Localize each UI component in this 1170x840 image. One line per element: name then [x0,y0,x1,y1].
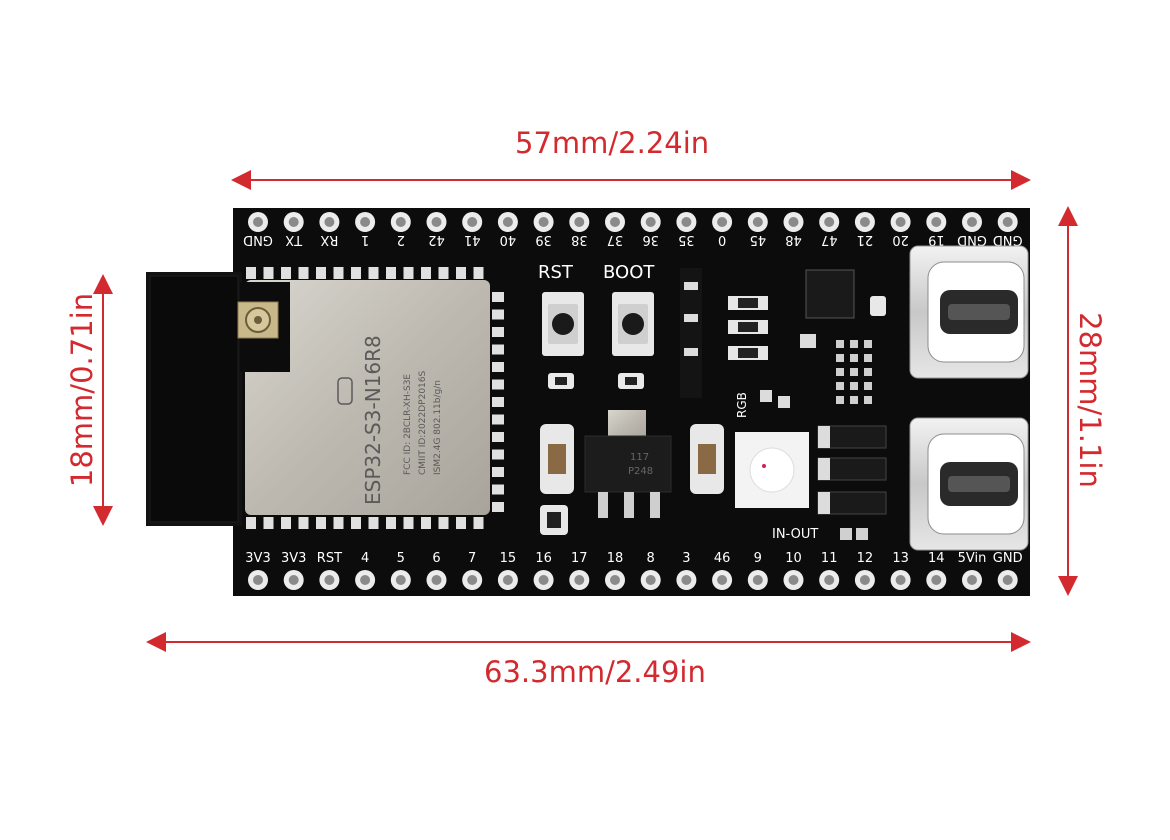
bottom-pin-label: 3 [682,551,690,566]
top-pin-label: 36 [642,232,659,247]
module-pads [246,267,504,529]
rgb-label: RGB [735,392,749,418]
top-pin-label: 40 [500,232,517,247]
top-pin-label: 48 [785,232,802,247]
bottom-pin-label: 18 [607,551,624,566]
in-out-label: IN-OUT [772,527,818,542]
boot-button-label: BOOT [603,262,655,283]
top-pin-label: 20 [892,232,909,247]
top-pin-label: TX [285,232,303,247]
bottom-pin-label: 7 [468,551,476,566]
module-ism-text: ISM2.4G 802.11b/g/n [433,380,443,475]
regulator-text-p248: P248 [628,466,653,477]
bottom-pin-label: 10 [785,551,802,566]
bottom-pin-label: 8 [647,551,655,566]
top-pin-label: 1 [361,232,369,247]
bottom-dimension-label: 63.3mm/2.49in [484,655,706,689]
bottom-pin-label: 12 [857,551,874,566]
status-leds [680,268,768,398]
top-pin-label: 35 [678,232,695,247]
boot-button[interactable] [612,292,654,356]
bottom-pin-label: 46 [714,551,731,566]
bottom-pin-label: 9 [754,551,762,566]
rst-button[interactable] [542,292,584,356]
bottom-pin-label: 5Vin [958,551,987,566]
rst-button-label: RST [538,262,574,283]
top-pin-label: GND [243,232,273,247]
module-shield [245,280,490,515]
bottom-pin-label: 11 [821,551,838,566]
regulator-text-117: 117 [630,452,649,463]
top-pin-label: 37 [607,232,624,247]
bottom-pin-label: 6 [432,551,440,566]
usb-c-port-bottom[interactable] [909,417,1029,551]
module-fcc-text: FCC ID: 2BCLR-XH-S3E [403,374,413,475]
bottom-pin-label: 3V3 [281,551,306,566]
top-pin-label: 41 [464,232,481,247]
bottom-pin-label: 15 [500,551,517,566]
module-cmiit-text: CMIIT ID:2022DP2016S [418,371,428,475]
top-pin-label: 39 [535,232,552,247]
pad-matrix [760,334,872,408]
top-pin-label: 19 [928,232,945,247]
bottom-pin-label: 4 [361,551,369,566]
bottom-pin-label: 13 [892,551,909,566]
bottom-pin-label: 14 [928,551,945,566]
top-pin-label: 21 [857,232,874,247]
bottom-pin-label: 5 [397,551,405,566]
top-pin-label: 2 [397,232,405,247]
top-pin-label: 47 [821,232,838,247]
top-dimension-label: 57mm/2.24in [515,126,710,160]
usb-c-port-top[interactable] [909,245,1029,379]
bottom-pin-label: RST [317,551,342,566]
top-pin-label: 38 [571,232,588,247]
top-pin-label: 45 [750,232,767,247]
bottom-pin-label: 3V3 [245,551,270,566]
top-pin-label: GND [993,232,1023,247]
wifi-logo-icon [337,377,353,405]
top-pin-label: 0 [718,232,726,247]
top-pin-label: 42 [428,232,445,247]
usb-hub-chip [805,269,855,319]
bottom-pin-label: GND [993,551,1023,566]
top-pin-header: GND TX RX 1 2 42 41 40 39 38 37 36 35 0 45 48 47 21 20 19 GN… [243,212,1023,247]
top-pin-label: GND [957,232,987,247]
voltage-regulator: 117 P248 [584,410,672,518]
module-model-text: ESP32-S3-N16R8 [361,335,385,505]
bottom-pin-label: 17 [571,551,588,566]
top-pin-label: RX [320,232,338,247]
bottom-pin-label: 16 [535,551,552,566]
